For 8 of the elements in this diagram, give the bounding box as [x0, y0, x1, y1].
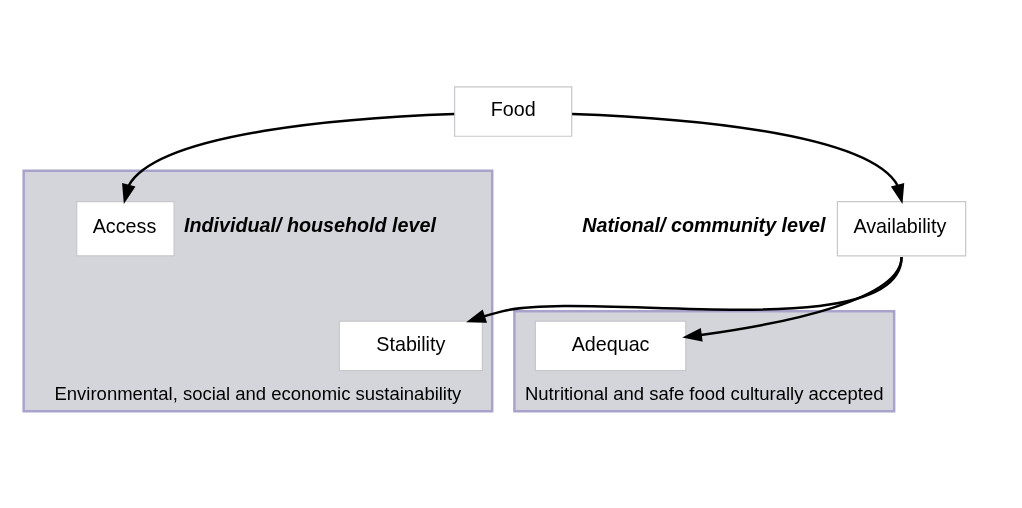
arrow [466, 256, 903, 323]
node-box: Stability [338, 320, 483, 372]
arrow [122, 112, 455, 204]
node-box: Adequac [534, 320, 687, 372]
node-box: Food [453, 86, 573, 137]
node-label: Individual/ household level [183, 214, 436, 237]
node-label: National/ community level [582, 214, 826, 237]
arrow [572, 112, 905, 204]
